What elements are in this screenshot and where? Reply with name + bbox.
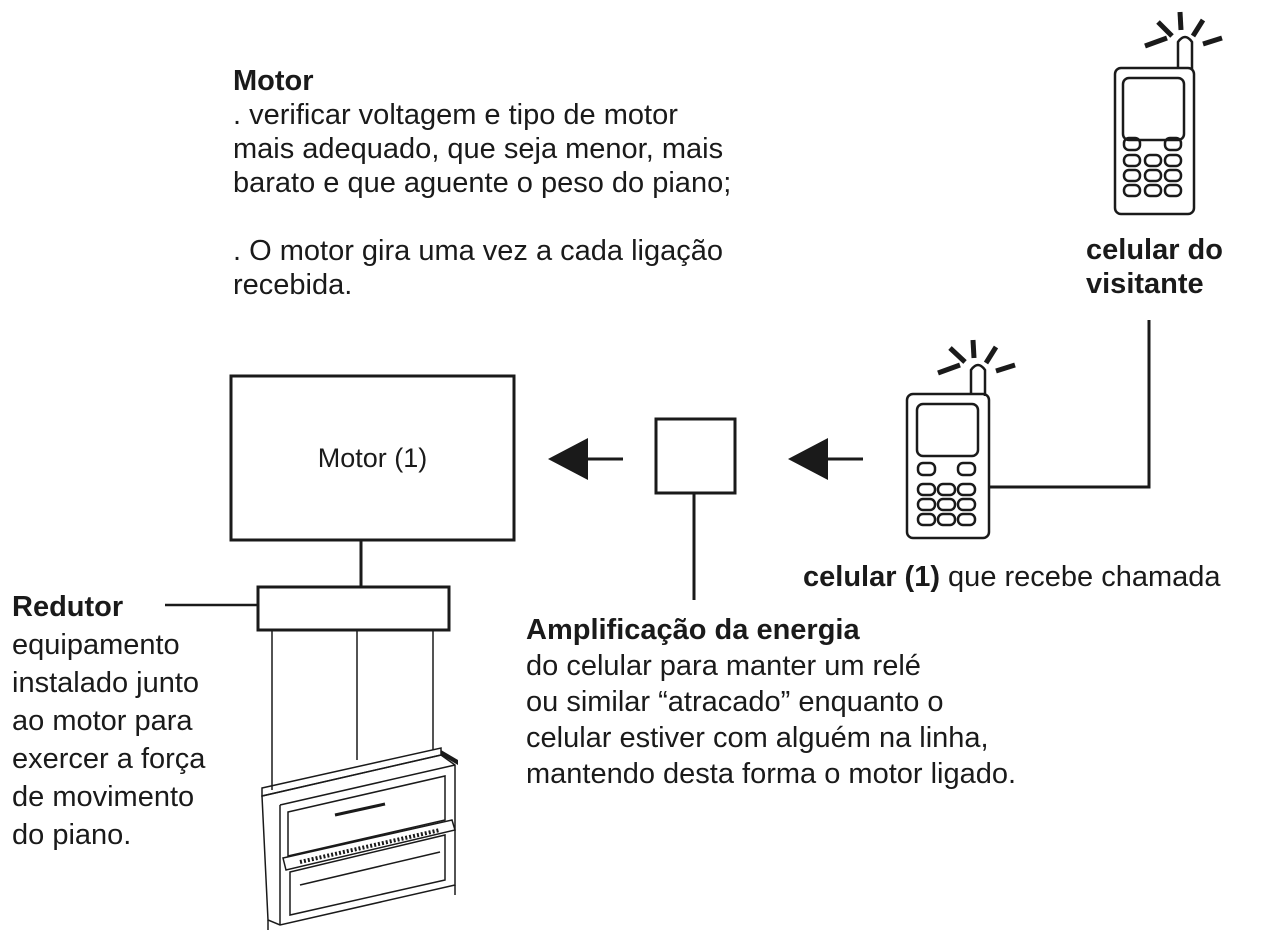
ringing-signal-icon (937, 339, 1016, 376)
arrow-left-icon (788, 438, 828, 480)
amplifier-note-line: do celular para manter um relé (526, 650, 921, 682)
motor-note-line: recebida. (233, 269, 353, 301)
motor-note: Motor . verificar voltagem e tipo de mot… (233, 64, 731, 302)
receiver-phone-caption: celular (1) que recebe chamada (803, 560, 1221, 594)
amplifier-note-line: mantendo desta forma o motor ligado. (526, 758, 1017, 790)
motor-note-line: barato e que aguente o peso do piano; (233, 167, 732, 199)
receiver-phone-caption-rest: que recebe chamada (940, 561, 1221, 593)
visitor-phone-icon (1113, 35, 1196, 216)
reducer-note-line: exercer a força (12, 743, 206, 775)
reducer-note-line: do piano. (12, 819, 132, 851)
ringing-signal-icon (1144, 11, 1223, 49)
amplifier-note-line: ou similar “atracado” enquanto o (526, 686, 944, 718)
reducer-box (256, 585, 451, 632)
visitor-phone-caption-line: visitante (1086, 268, 1204, 300)
arrow-left-icon (548, 438, 588, 480)
visitor-link-line (990, 320, 1151, 489)
reducer-note-line: instalado junto (12, 667, 200, 699)
motor-note-title: Motor (233, 65, 314, 97)
receiver-phone-caption-bold: celular (1) (803, 561, 940, 593)
visitor-phone-caption: celular do visitante (1086, 233, 1223, 301)
amplifier-note-line: celular estiver com alguém na linha, (526, 722, 989, 754)
motor-note-line (233, 200, 731, 234)
motor-note-line: . O motor gira uma vez a cada ligação (233, 235, 724, 267)
upright-piano-icon (261, 747, 458, 930)
reducer-note: Redutor equipamento instalado junto ao m… (12, 588, 205, 854)
amplifier-box (654, 417, 737, 495)
reducer-note-line: de movimento (12, 781, 195, 813)
amplifier-note-title: Amplificação da energia (526, 614, 860, 646)
amplifier-note: Amplificação da energia do celular para … (526, 612, 1016, 792)
visitor-phone-caption-line: celular do (1086, 234, 1223, 266)
reducer-note-line: ao motor para (12, 705, 193, 737)
motor-note-line: . verificar voltagem e tipo de motor (233, 99, 678, 131)
reducer-note-title: Redutor (12, 591, 124, 623)
reducer-note-line: equipamento (12, 629, 180, 661)
motor-box (229, 374, 516, 542)
receiver-phone-icon (905, 363, 991, 540)
motor-box-label: Motor (1) (317, 443, 428, 473)
motor-note-line: mais adequado, que seja menor, mais (233, 133, 724, 165)
